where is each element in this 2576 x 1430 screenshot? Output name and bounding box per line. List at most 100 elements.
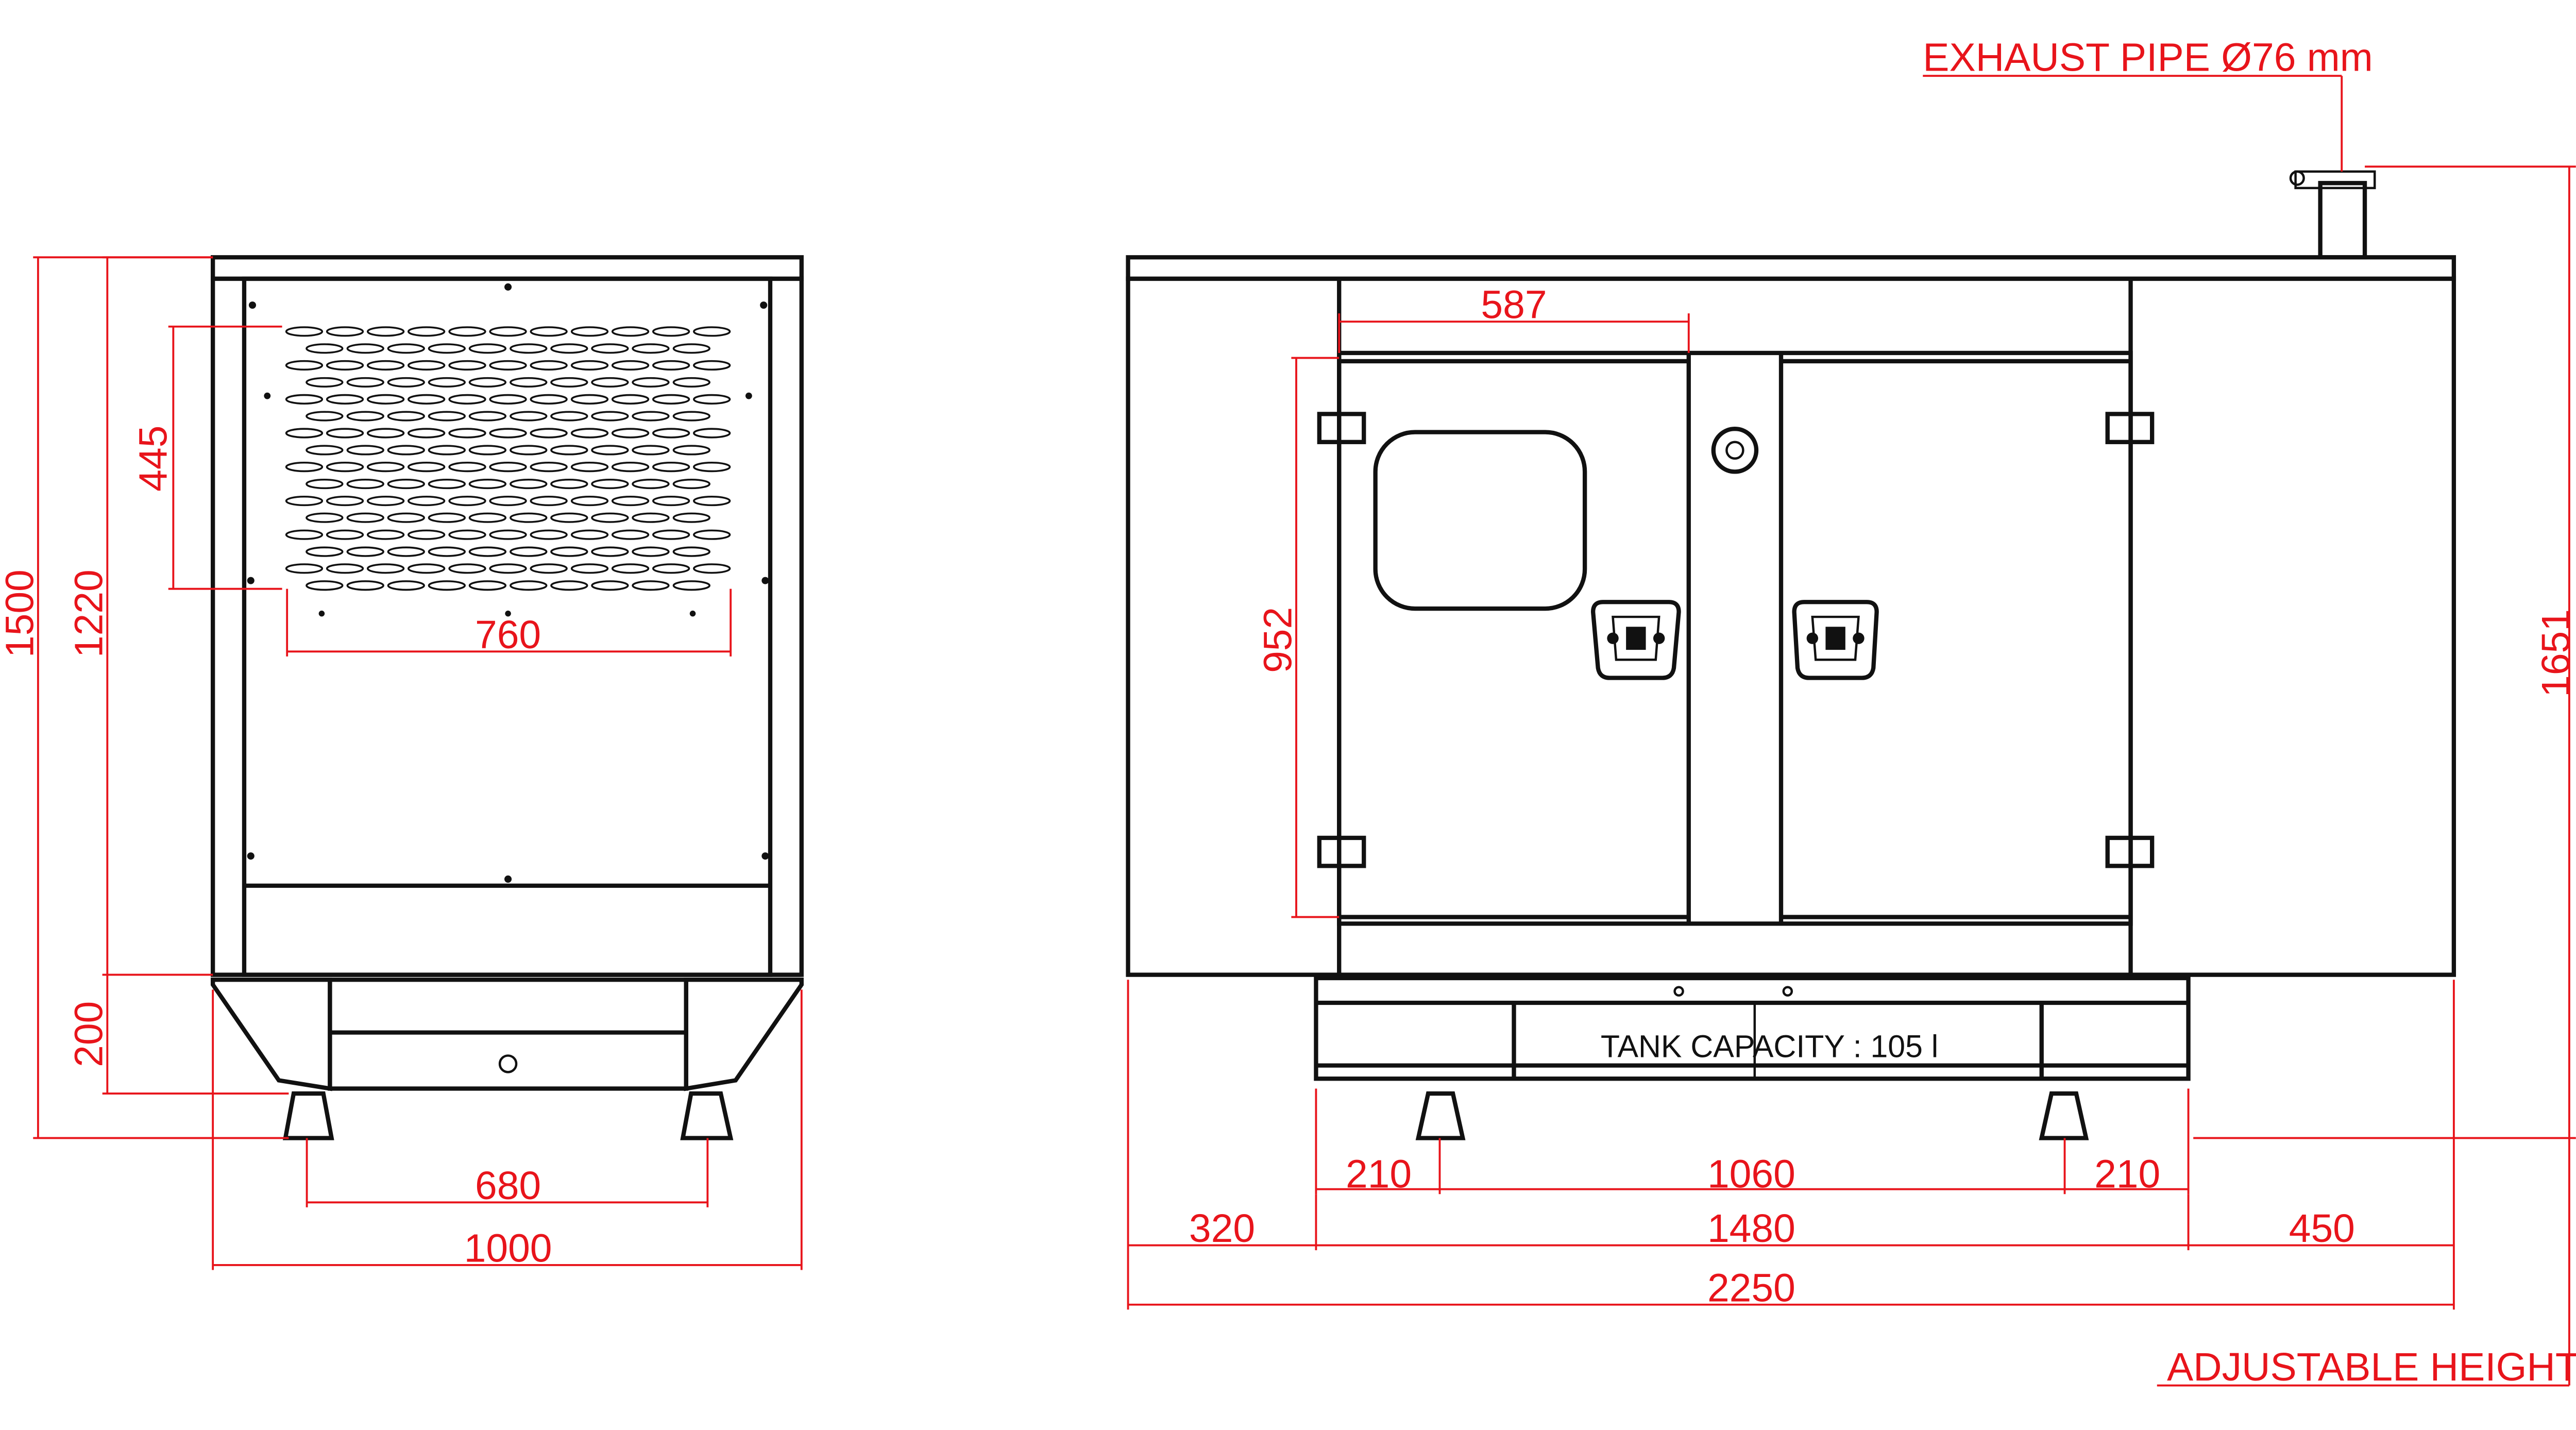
grille-slot — [591, 343, 629, 354]
front-screws — [247, 283, 769, 883]
grille-slot — [366, 462, 405, 473]
grille-slot — [366, 563, 405, 574]
grille-slot — [632, 377, 670, 388]
grille-slot — [611, 360, 650, 371]
grille-slot — [326, 326, 364, 337]
grille-slot — [468, 479, 507, 490]
grille-slot — [570, 360, 609, 371]
grille-slot — [510, 546, 548, 557]
grille-slot — [346, 445, 384, 456]
grille-slot — [611, 326, 650, 337]
grille-slot — [693, 462, 731, 473]
grille-slot — [591, 411, 629, 422]
emergency-stop-button — [1711, 427, 1759, 474]
grille-slot — [652, 360, 690, 371]
grille-slot — [285, 563, 324, 574]
grille-slot — [407, 495, 446, 507]
door-handle-right — [1792, 600, 1879, 680]
grille-slot — [489, 563, 527, 574]
grille-slot — [448, 563, 486, 574]
grille-slot — [306, 479, 344, 490]
grille-slot — [448, 360, 486, 371]
grille-slot — [591, 479, 629, 490]
grille-slot — [530, 563, 568, 574]
grille-slot — [468, 580, 507, 591]
front-view — [210, 255, 804, 1140]
grille-slot — [489, 529, 527, 540]
grille-slot — [611, 462, 650, 473]
grille-slot — [468, 445, 507, 456]
grille-slot — [428, 377, 466, 388]
grille-slot — [570, 495, 609, 507]
grille-slot — [530, 394, 568, 405]
front-roof — [210, 255, 804, 281]
grille-slot — [652, 394, 690, 405]
grille-slot — [632, 343, 670, 354]
dim-left-overhang: 320 — [1189, 1206, 1255, 1251]
grille-slot — [570, 326, 609, 337]
side-view: TANK CAPACITY : 105 l — [1126, 170, 2456, 1140]
front-grille — [285, 326, 731, 591]
grille-slot — [306, 546, 344, 557]
grille-slot — [306, 377, 344, 388]
grille-slot — [285, 326, 324, 337]
front-foot-right — [680, 1091, 734, 1140]
grille-slot — [366, 495, 405, 507]
front-base-right — [684, 978, 804, 1091]
grille-slot — [693, 428, 731, 439]
door-handle-left — [1590, 600, 1681, 680]
grille-slot — [672, 411, 710, 422]
grille-slot — [489, 394, 527, 405]
grille-slot — [570, 394, 609, 405]
grille-slot — [468, 411, 507, 422]
grille-slot — [550, 512, 588, 523]
grille-slot — [611, 529, 650, 540]
grille-slot — [489, 495, 527, 507]
dim-front-feet-spacing: 680 — [475, 1164, 541, 1208]
dim-base-length: 1480 — [1707, 1206, 1795, 1251]
grille-slot — [510, 343, 548, 354]
grille-slot — [407, 394, 446, 405]
grille-slot — [672, 343, 710, 354]
grille-slot — [326, 394, 364, 405]
side-roof — [1126, 255, 2456, 281]
grille-slot — [448, 495, 486, 507]
side-dimensions: 587 952 1651 210 1060 210 320 1480 450 2… — [1127, 36, 2576, 1389]
grille-slot — [672, 479, 710, 490]
grille-slot — [550, 411, 588, 422]
grille-slot — [448, 394, 486, 405]
grille-slot — [632, 411, 670, 422]
grille-slot — [632, 479, 670, 490]
side-foot-left — [1415, 1091, 1466, 1140]
grille-slot — [448, 529, 486, 540]
grille-slot — [489, 360, 527, 371]
grille-slot — [387, 580, 425, 591]
grille-slot — [591, 546, 629, 557]
side-body — [1126, 276, 2456, 977]
dim-total-length: 2250 — [1707, 1266, 1795, 1310]
grille-slot — [326, 495, 364, 507]
grille-slot — [632, 546, 670, 557]
grille-slot — [346, 479, 384, 490]
grille-slot — [468, 343, 507, 354]
grille-slot — [693, 563, 731, 574]
grille-slot — [407, 529, 446, 540]
grille-slot — [428, 512, 466, 523]
grille-slot — [672, 512, 710, 523]
grille-slot — [591, 512, 629, 523]
grille-slot — [366, 428, 405, 439]
dim-front-total-height: 1500 — [0, 569, 42, 658]
dim-door-width: 587 — [1481, 283, 1547, 327]
grille-slot — [652, 529, 690, 540]
grille-slot — [306, 580, 344, 591]
adjustable-height-label: ADJUSTABLE HEIGHT — [2167, 1345, 2576, 1389]
door-frame — [1337, 350, 2133, 926]
grille-slot — [387, 343, 425, 354]
grille-slot — [693, 360, 731, 371]
grille-slot — [510, 512, 548, 523]
grille-slot — [530, 326, 568, 337]
grille-slot — [407, 563, 446, 574]
front-dimensions: 1500 1220 445 760 200 680 1000 — [0, 256, 803, 1271]
grille-slot — [550, 377, 588, 388]
